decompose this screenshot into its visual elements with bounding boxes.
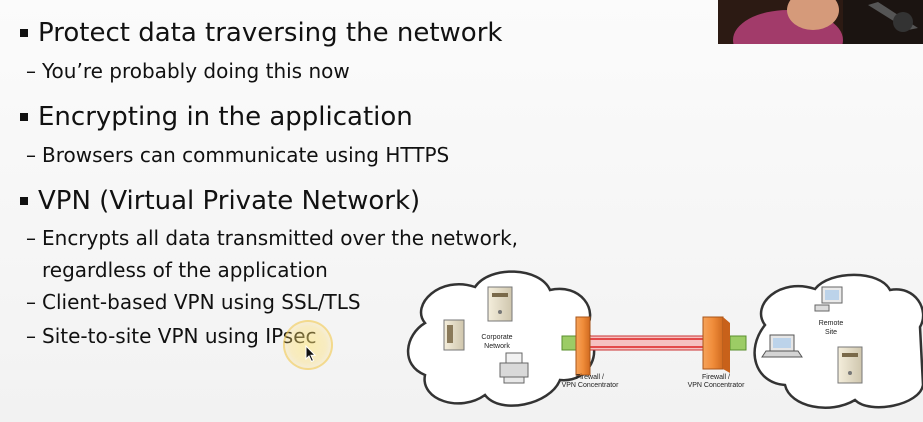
- corporate-label-1: Corporate: [481, 334, 512, 341]
- bullet-marker: [20, 197, 28, 205]
- sub-bullet: –Site-to-site VPN using IPsec: [26, 324, 317, 348]
- sub-bullet: –You’re probably doing this now: [26, 59, 350, 83]
- sub-bullet-text: You’re probably doing this now: [42, 59, 350, 83]
- corporate-network-cloud: [406, 270, 596, 407]
- sub-bullet-text: Browsers can communicate using HTTPS: [42, 143, 450, 167]
- printer-icon: [499, 352, 529, 384]
- laptop-icon: [761, 334, 803, 358]
- firewall-left-label-2: VPN Concentrator: [562, 382, 619, 389]
- remote-site-cloud: [753, 273, 923, 409]
- cursor-highlight: [283, 320, 333, 370]
- sub-bullet: –Encrypts all data transmitted over the …: [26, 226, 519, 250]
- bullet-text: VPN (Virtual Private Network): [38, 186, 421, 216]
- firewall-left-label-1: Firewall /: [576, 374, 604, 381]
- server-icon: [837, 346, 863, 384]
- mouse-cursor-icon: [305, 345, 317, 363]
- corporate-label-2: Network: [484, 343, 510, 350]
- sub-bullet: –Client-based VPN using SSL/TLS: [26, 290, 361, 314]
- sub-bullet-continuation: regardless of the application: [42, 258, 328, 282]
- vpn-tunnel: [589, 335, 704, 351]
- firewall-icon: [702, 316, 730, 373]
- site-to-site-vpn-diagram: Corporate Network Remote Site Firewall /…: [406, 270, 923, 409]
- bullet-vpn: VPN (Virtual Private Network): [20, 186, 420, 216]
- bullet-text: Encrypting in the application: [38, 102, 413, 132]
- firewall-icon: [575, 316, 591, 376]
- sub-bullet-text: Site-to-site VPN using IPsec: [42, 324, 317, 348]
- bullet-marker: [20, 29, 28, 37]
- remote-label-1: Remote: [819, 320, 844, 327]
- bullet-encrypting-app: Encrypting in the application: [20, 102, 413, 132]
- sub-bullet-text: regardless of the application: [42, 258, 328, 282]
- sub-bullet-text: Encrypts all data transmitted over the n…: [42, 226, 519, 250]
- server-icon: [443, 319, 465, 351]
- presenter-video: [718, 0, 923, 44]
- bullet-text: Protect data traversing the network: [38, 18, 503, 48]
- sub-bullet: –Browsers can communicate using HTTPS: [26, 143, 450, 167]
- server-icon: [487, 286, 513, 322]
- bullet-marker: [20, 113, 28, 121]
- desktop-icon: [814, 286, 843, 312]
- firewall-right-label-2: VPN Concentrator: [688, 382, 745, 389]
- bullet-protect-data: Protect data traversing the network: [20, 18, 502, 48]
- remote-label-2: Site: [825, 329, 837, 336]
- link-connector: [729, 335, 747, 351]
- presenter-webcam: [718, 0, 923, 44]
- sub-bullet-text: Client-based VPN using SSL/TLS: [42, 290, 361, 314]
- firewall-right-label-1: Firewall /: [702, 374, 730, 381]
